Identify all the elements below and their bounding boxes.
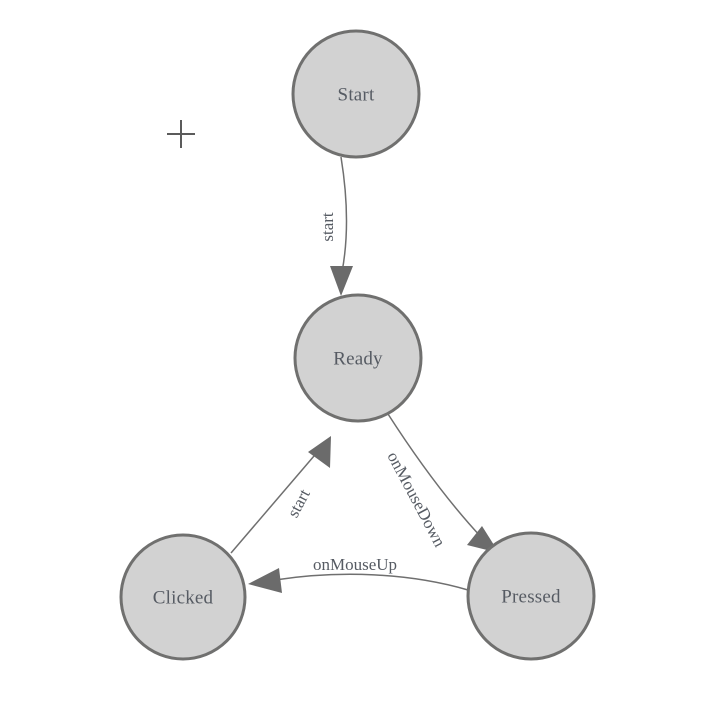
node-circle — [119, 533, 247, 661]
edge-label-clicked-to-ready: start — [283, 486, 314, 521]
crosshair-icon — [167, 120, 195, 148]
edge-line — [274, 573, 469, 591]
edge-label-ready-to-pressed: onMouseDown — [383, 449, 449, 551]
node-start[interactable]: Start — [291, 29, 421, 159]
edge-line — [387, 413, 483, 539]
node-label-ready: Ready — [333, 348, 383, 369]
node-pressed[interactable]: Pressed — [466, 531, 596, 661]
arrowhead-icon — [308, 436, 331, 468]
node-circle — [291, 29, 421, 159]
node-ready[interactable]: Ready — [293, 293, 423, 423]
node-circle — [466, 531, 596, 661]
edge-label-start-to-ready: start — [318, 212, 337, 242]
edge-label-pressed-to-clicked: onMouseUp — [313, 555, 397, 574]
node-circle — [293, 293, 423, 423]
edge-clicked-to-ready[interactable]: start — [230, 436, 331, 554]
node-label-pressed: Pressed — [501, 586, 561, 607]
edge-line — [340, 156, 348, 273]
edge-ready-to-pressed[interactable]: onMouseDown — [383, 413, 499, 553]
node-clicked[interactable]: Clicked — [119, 533, 247, 661]
edge-pressed-to-clicked[interactable]: onMouseUp — [248, 555, 469, 593]
arrowhead-icon — [330, 266, 353, 296]
edge-start-to-ready[interactable]: start — [318, 156, 353, 296]
node-label-clicked: Clicked — [153, 587, 214, 608]
edge-line — [230, 455, 315, 554]
node-label-start: Start — [338, 84, 375, 105]
arrowhead-icon — [248, 568, 282, 593]
